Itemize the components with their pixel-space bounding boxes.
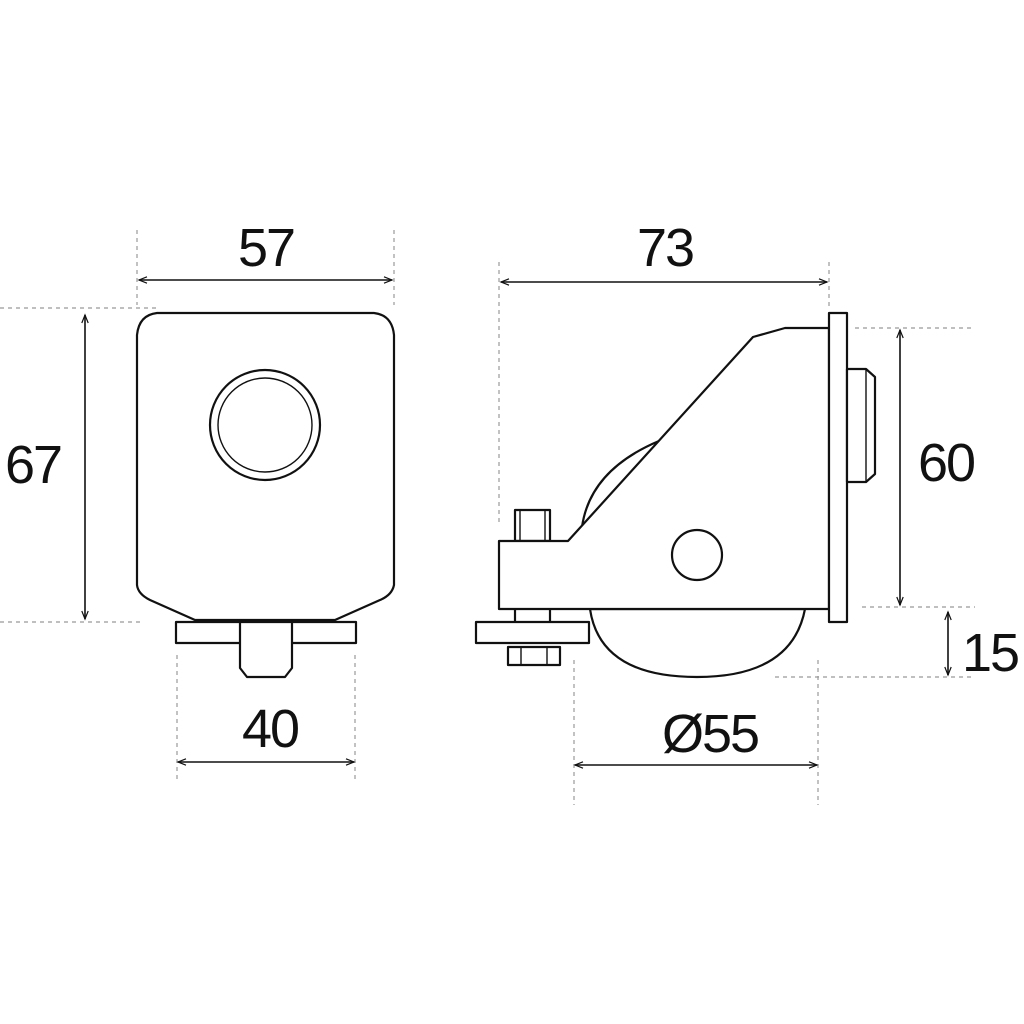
label-15: 15 <box>962 623 1018 683</box>
front-stem <box>238 620 294 679</box>
wheel <box>588 607 807 679</box>
label-57: 57 <box>238 218 294 278</box>
label-60: 60 <box>918 433 974 493</box>
axle-hole <box>670 528 724 582</box>
front-housing <box>135 311 396 622</box>
wheel-upper-arc <box>580 439 660 528</box>
dimension-lines <box>81 276 952 769</box>
label-55: Ø55 <box>662 704 758 764</box>
bolt-top <box>513 508 552 543</box>
front-view <box>135 311 396 679</box>
label-40: 40 <box>242 699 298 759</box>
dimension-labels: 57 67 40 73 60 15 Ø55 <box>5 218 1020 764</box>
washer-plate <box>474 620 591 645</box>
mounting-flange <box>827 311 849 624</box>
label-67: 67 <box>5 435 61 495</box>
front-bearing-outer <box>208 368 322 482</box>
nut <box>506 645 562 667</box>
side-view <box>474 311 877 679</box>
label-73: 73 <box>637 218 693 278</box>
bracket-body <box>497 326 831 611</box>
flange-hub <box>845 367 877 484</box>
front-bearing-inner <box>217 377 313 473</box>
